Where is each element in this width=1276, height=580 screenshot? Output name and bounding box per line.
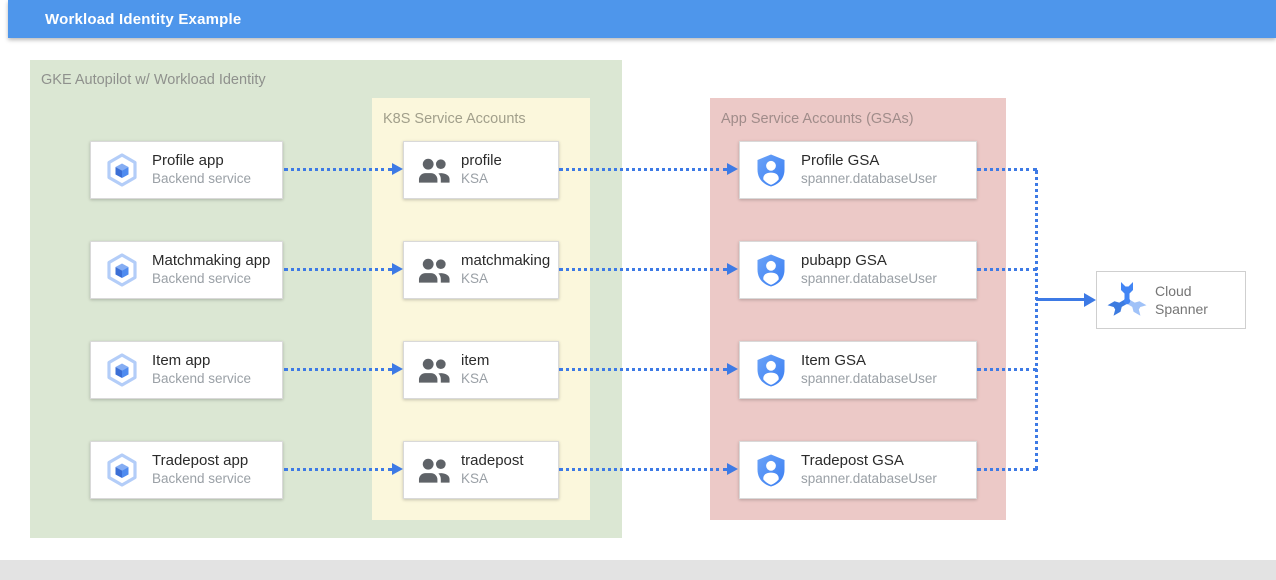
gke-hexagon-icon — [104, 252, 140, 288]
app-card-subtitle: Backend service — [152, 170, 252, 186]
ksa-container-title: K8S Service Accounts — [383, 111, 526, 127]
gke-container-title: GKE Autopilot w/ Workload Identity — [41, 72, 266, 88]
ksa-card-title: tradepost — [461, 452, 524, 470]
gsa-card-subtitle: spanner.databaseUser — [801, 370, 937, 386]
arrowhead-icon — [392, 463, 403, 475]
connector-ksa-gsa — [559, 168, 727, 171]
connector-to-spanner — [1036, 298, 1085, 301]
connector-gsa-bus — [977, 268, 1037, 271]
gsa-card-subtitle: spanner.databaseUser — [801, 170, 937, 186]
bottom-bar — [0, 560, 1276, 580]
ksa-card-subtitle: KSA — [461, 270, 489, 286]
app-card-subtitle: Backend service — [152, 470, 252, 486]
app-card-title: Item app — [152, 352, 211, 370]
arrowhead-icon — [392, 163, 403, 175]
gsa-card-title: pubapp GSA — [801, 252, 887, 270]
arrowhead-icon — [392, 363, 403, 375]
connector-gsa-bus — [977, 468, 1037, 471]
app-card-subtitle: Backend service — [152, 370, 252, 386]
users-icon — [418, 356, 451, 384]
app-card-title: Profile app — [152, 152, 224, 170]
connector-ksa-gsa — [559, 368, 727, 371]
page-title: Workload Identity Example — [45, 10, 242, 28]
cloud-spanner-label: Cloud Spanner — [1155, 282, 1208, 317]
connector-bus-vertical — [1035, 170, 1038, 470]
arrowhead-icon — [392, 263, 403, 275]
ksa-card-title: item — [461, 352, 490, 370]
arrowhead-icon — [727, 163, 738, 175]
connector-ksa-gsa — [559, 468, 727, 471]
app-card-title: Matchmaking app — [152, 252, 271, 270]
app-card-title: Tradepost app — [152, 452, 249, 470]
users-icon — [418, 156, 451, 184]
users-icon — [418, 256, 451, 284]
connector-app-ksa — [284, 268, 392, 271]
gsa-container-title: App Service Accounts (GSAs) — [721, 111, 914, 127]
gke-hexagon-icon — [104, 152, 140, 188]
cloud-spanner-card: Cloud Spanner — [1096, 271, 1246, 329]
connector-app-ksa — [284, 368, 392, 371]
connector-app-ksa — [284, 468, 392, 471]
arrowhead-icon — [727, 363, 738, 375]
connector-ksa-gsa — [559, 268, 727, 271]
gke-hexagon-icon — [104, 352, 140, 388]
spanner-wrench-icon — [1107, 280, 1147, 320]
ksa-card-title: matchmaking — [461, 252, 551, 270]
connector-gsa-bus — [977, 368, 1037, 371]
connector-gsa-bus — [977, 168, 1037, 171]
gsa-card-subtitle: spanner.databaseUser — [801, 470, 937, 486]
users-icon — [418, 456, 451, 484]
shield-user-icon — [753, 352, 789, 388]
gsa-card-subtitle: spanner.databaseUser — [801, 270, 937, 286]
arrowhead-icon — [1084, 293, 1096, 307]
arrowhead-icon — [727, 263, 738, 275]
gsa-card-title: Profile GSA — [801, 152, 880, 170]
title-bar: Workload Identity Example — [8, 0, 1276, 38]
shield-user-icon — [753, 252, 789, 288]
ksa-card-subtitle: KSA — [461, 370, 489, 386]
gke-hexagon-icon — [104, 452, 140, 488]
arrowhead-icon — [727, 463, 738, 475]
shield-user-icon — [753, 152, 789, 188]
app-card-subtitle: Backend service — [152, 270, 252, 286]
ksa-card-title: profile — [461, 152, 502, 170]
gsa-card-title: Tradepost GSA — [801, 452, 904, 470]
connector-app-ksa — [284, 168, 392, 171]
gsa-card-title: Item GSA — [801, 352, 867, 370]
ksa-card-subtitle: KSA — [461, 170, 489, 186]
ksa-card-subtitle: KSA — [461, 470, 489, 486]
shield-user-icon — [753, 452, 789, 488]
